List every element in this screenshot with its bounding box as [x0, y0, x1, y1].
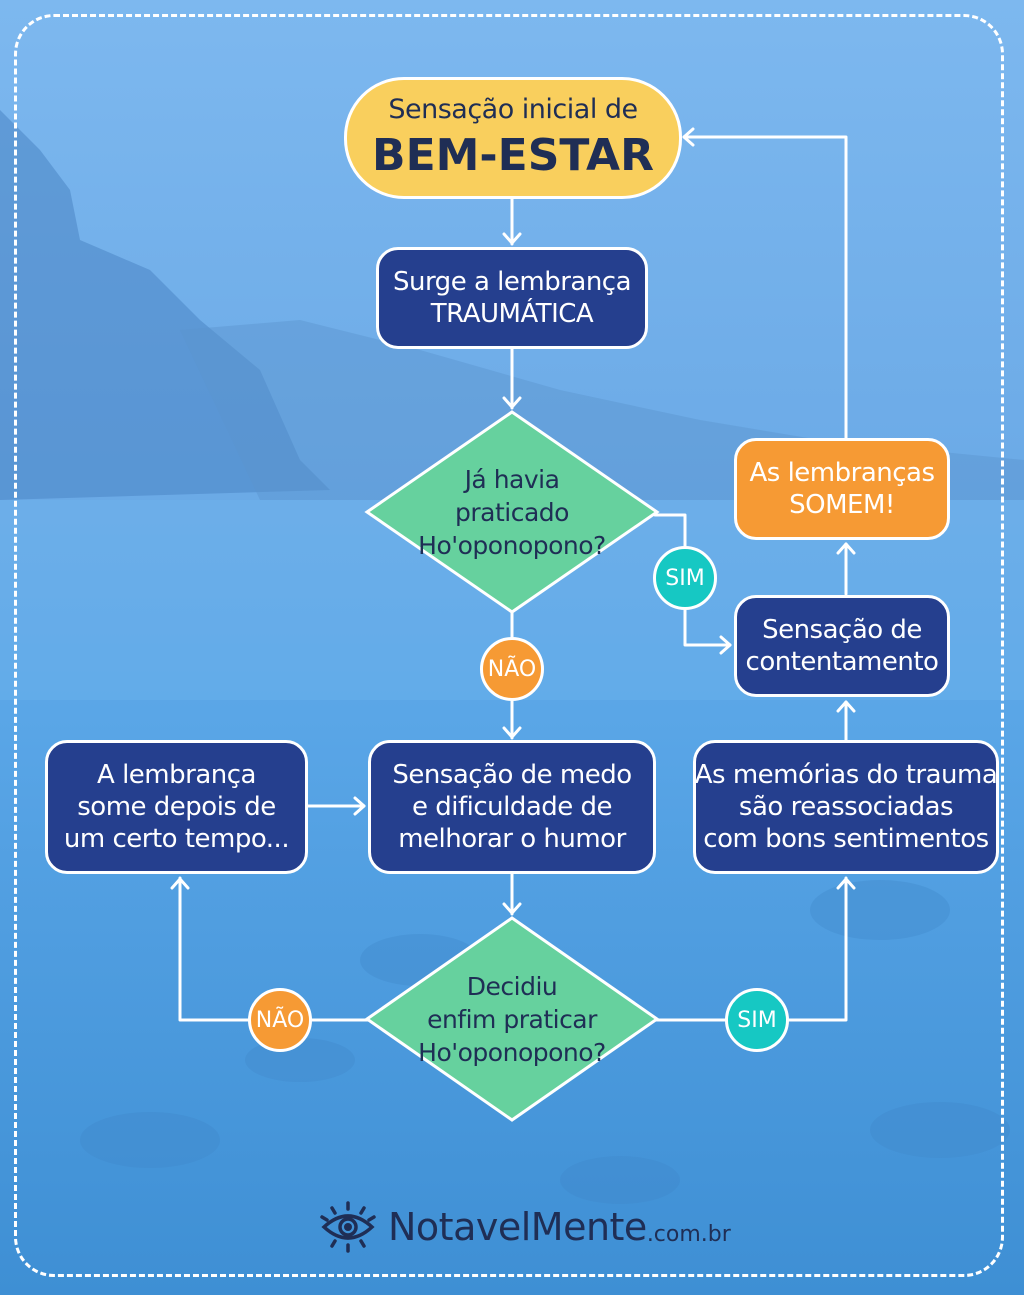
content-line2: contentamento — [745, 647, 939, 677]
reassociated-node: As memórias do trauma são reassociadas c… — [693, 740, 999, 874]
content-line1: Sensação de — [762, 615, 922, 645]
decision2-no-badge: NÃO — [248, 988, 312, 1052]
vanish-line1: As lembranças — [749, 458, 935, 488]
memories-vanish-node: As lembranças SOMEM! — [734, 438, 950, 540]
decision1-label: Já havia praticado Ho'oponopono? — [402, 440, 622, 584]
decision2-line3: Ho'oponopono? — [418, 1037, 606, 1067]
decision2-line1: Decidiu — [466, 971, 558, 1001]
start-label-line2: BEM-ESTAR — [372, 130, 654, 181]
vanish-line2: SOMEM! — [789, 490, 895, 520]
dashed-frame — [14, 14, 1004, 1277]
start-node: Sensação inicial de BEM-ESTAR — [344, 77, 682, 199]
brand-domain: .com.br — [646, 1221, 731, 1247]
decision1-line3: Ho'oponopono? — [418, 530, 606, 560]
fear-line1: Sensação de medo — [392, 760, 632, 790]
decision1-no-badge: NÃO — [480, 637, 544, 701]
traumatic-label-line2: TRAUMÁTICA — [430, 299, 594, 329]
fear-node: Sensação de medo e dificuldade de melhor… — [368, 740, 656, 874]
brand-name: NotavelMente — [388, 1205, 647, 1249]
decision2-yes-badge: SIM — [725, 988, 789, 1052]
footer-logo: NotavelMente .com.br — [318, 1195, 731, 1259]
decision1-line2: praticado — [455, 497, 569, 527]
fear-line2: e dificuldade de — [411, 792, 613, 822]
contentment-node: Sensação de contentamento — [734, 595, 950, 697]
decision2-label: Decidiu enfim praticar Ho'oponopono? — [402, 947, 622, 1091]
reassociated-line3: com bons sentimentos — [703, 824, 989, 854]
cliff-shape — [0, 110, 330, 500]
fade-line3: um certo tempo... — [63, 824, 290, 854]
fade-line2: some depois de — [77, 792, 276, 822]
reassociated-line2: são reassociadas — [738, 792, 954, 822]
start-label-line1: Sensação inicial de — [388, 94, 638, 125]
decision1-yes-badge: SIM — [653, 546, 717, 610]
eye-icon — [320, 1201, 376, 1253]
traumatic-memory-node: Surge a lembrança TRAUMÁTICA — [376, 247, 648, 349]
decision2-line2: enfim praticar — [427, 1004, 597, 1034]
traumatic-label-line1: Surge a lembrança — [392, 267, 632, 297]
memory-fades-node: A lembrança some depois de um certo temp… — [45, 740, 308, 874]
fear-line3: melhorar o humor — [398, 824, 626, 854]
reassociated-line1: As memórias do trauma — [694, 760, 998, 790]
fade-line1: A lembrança — [97, 760, 256, 790]
decision1-line1: Já havia — [464, 464, 560, 494]
